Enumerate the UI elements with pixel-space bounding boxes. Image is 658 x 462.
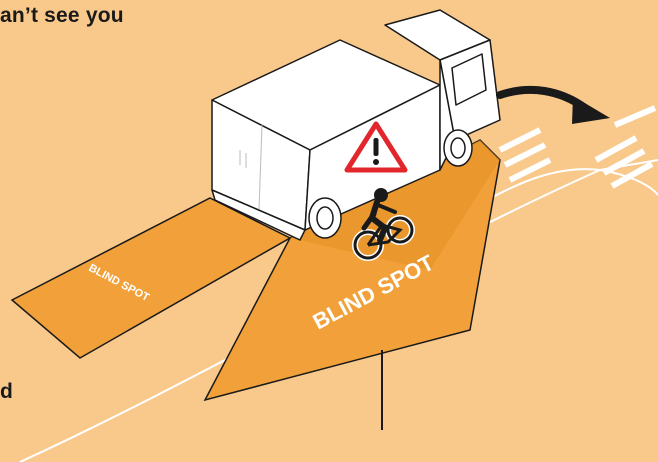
warning-triangle-icon bbox=[344, 121, 408, 173]
cyclist-icon bbox=[352, 188, 415, 261]
turn-arrow-icon bbox=[496, 85, 610, 124]
truck-cab-window bbox=[451, 53, 487, 106]
rear-blind-spot-zone bbox=[10, 197, 292, 359]
side-blind-spot-shade bbox=[290, 140, 500, 270]
crosswalk-stripes bbox=[498, 105, 657, 189]
headline-text: an’t see you bbox=[0, 4, 124, 27]
left-text-fragment: d bbox=[0, 380, 13, 403]
road-edge-curve bbox=[469, 168, 658, 211]
